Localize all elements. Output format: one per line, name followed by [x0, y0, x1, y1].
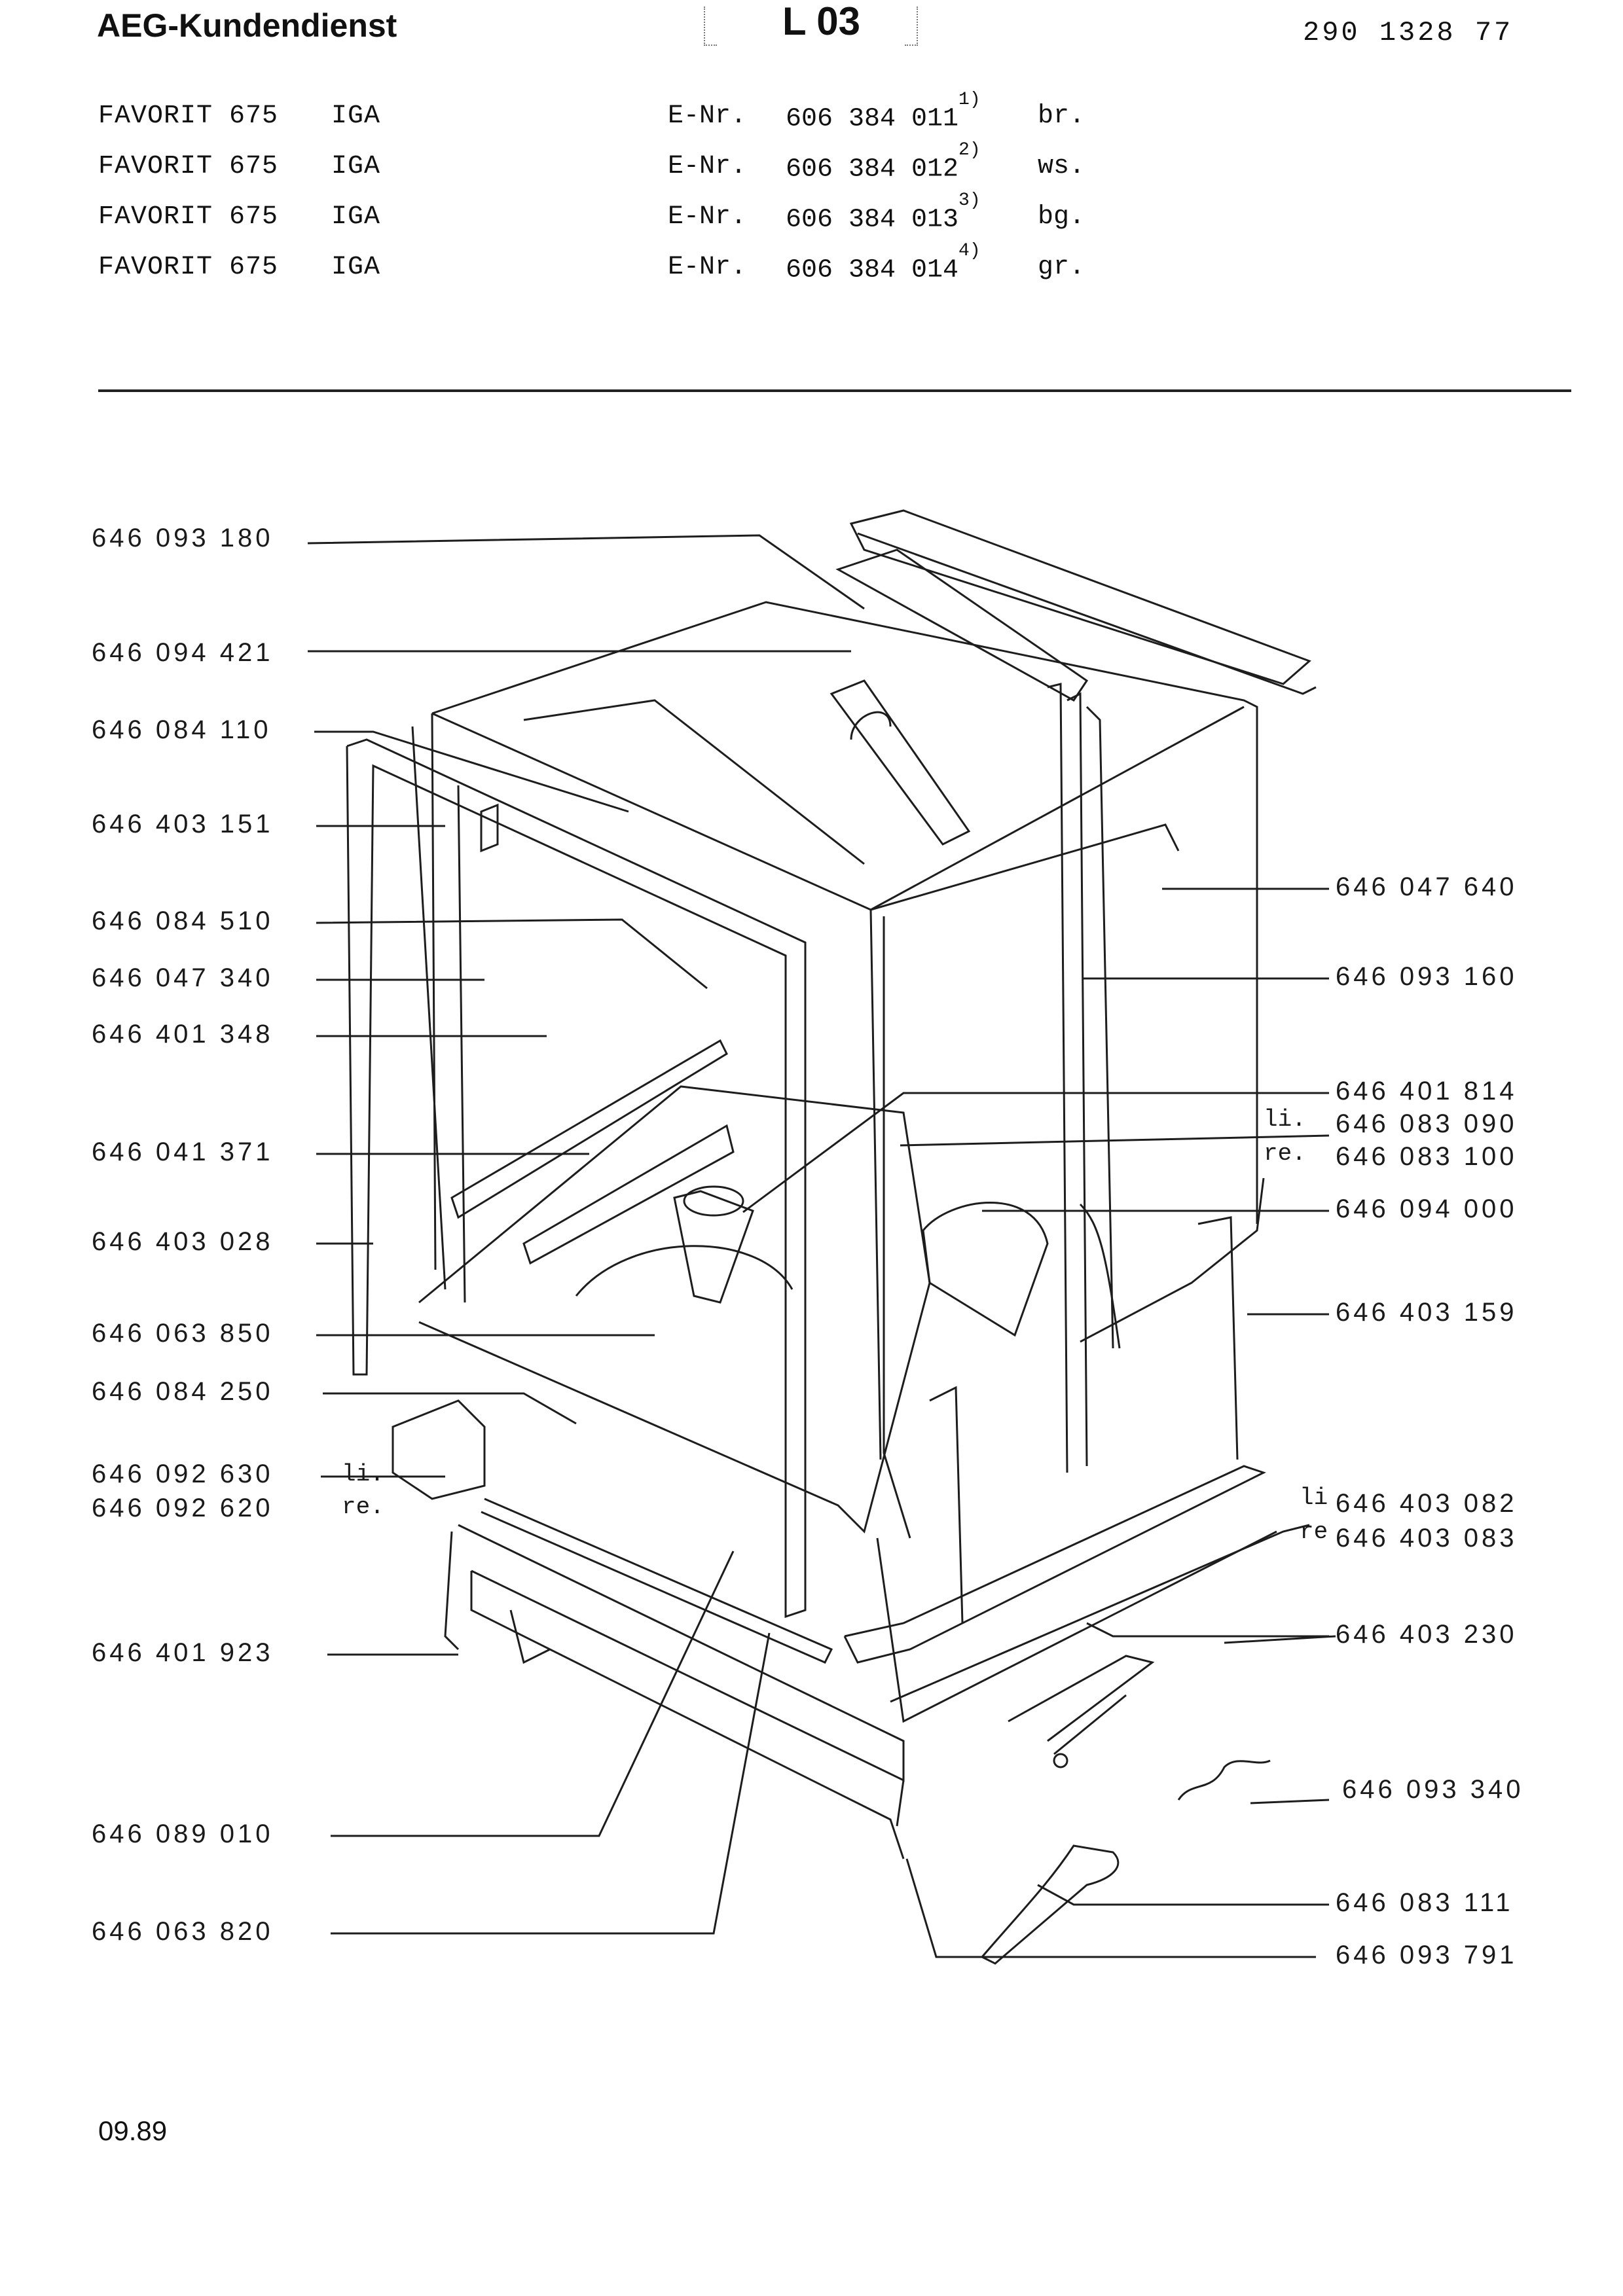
basket-rails	[450, 803, 735, 1265]
document-number: 290 1328 77	[1303, 17, 1514, 48]
part-number-label: 646 094 421	[92, 638, 274, 667]
side-label-left: li.	[1264, 1106, 1306, 1133]
model-name: FAVORIT	[98, 202, 213, 232]
part-number-label: 646 084 510	[92, 906, 274, 935]
enr-value: 606 384 013	[786, 205, 959, 235]
hinge-parts	[980, 1655, 1271, 1965]
top-frame	[835, 509, 1317, 1473]
part-number-label: 646 403 159	[1336, 1298, 1518, 1327]
side-label-right: re.	[342, 1494, 384, 1520]
enr-number: 606 384 0133)	[786, 190, 981, 235]
enr-label: E-Nr.	[668, 101, 747, 131]
model-name: FAVORIT	[98, 253, 213, 282]
part-number-label: 646 401 923	[92, 1638, 274, 1667]
side-label-right: re.	[1264, 1140, 1306, 1167]
side-label-left: li.	[342, 1461, 384, 1488]
color-code: ws.	[1038, 152, 1085, 181]
enr-footnote: 3)	[958, 190, 981, 211]
part-number-label: 646 083 090	[1336, 1109, 1518, 1138]
part-number-label: 646 403 230	[1336, 1620, 1518, 1649]
enr-value: 606 384 012	[786, 154, 959, 185]
part-number-label: 646 041 371	[92, 1138, 274, 1166]
enr-footnote: 4)	[958, 241, 981, 261]
sheet-code: L 03	[782, 0, 860, 43]
enr-number: 606 384 0111)	[786, 90, 981, 134]
model-variant: IGA	[331, 253, 381, 282]
tub-body	[431, 601, 1265, 1539]
part-number-label: 646 094 000	[1336, 1194, 1518, 1223]
model-name: FAVORIT	[98, 101, 213, 131]
part-number-label: 646 403 028	[92, 1227, 274, 1256]
model-number: 675	[229, 152, 279, 181]
enr-footnote: 2)	[958, 140, 981, 160]
part-number-label: 646 092 620	[92, 1494, 274, 1522]
model-variant: IGA	[331, 152, 381, 181]
enr-number: 606 384 0122)	[786, 140, 981, 185]
leader-lines-right	[742, 888, 1336, 1958]
part-number-label: 646 063 820	[92, 1917, 274, 1946]
part-number-label: 646 093 791	[1336, 1941, 1518, 1969]
enr-label: E-Nr.	[668, 202, 747, 232]
brand-title: AEG-Kundendienst	[97, 7, 397, 44]
issue-date: 09.89	[98, 2115, 168, 2146]
part-number-label: 646 089 010	[92, 1820, 274, 1848]
enr-value: 606 384 011	[786, 104, 959, 134]
model-number: 675	[229, 202, 279, 232]
part-number-label: 646 093 160	[1336, 962, 1518, 991]
sheet-corner-mark-right	[905, 7, 918, 46]
model-number: 675	[229, 253, 279, 282]
model-number: 675	[229, 101, 279, 131]
color-code: bg.	[1038, 202, 1085, 232]
leader-lines-left	[307, 534, 865, 1935]
enr-footnote: 1)	[958, 90, 981, 110]
enr-label: E-Nr.	[668, 152, 747, 181]
part-number-label: 646 092 630	[92, 1460, 274, 1488]
part-number-label: 646 084 250	[92, 1377, 274, 1406]
part-number-label: 646 063 850	[92, 1319, 274, 1348]
sheet-corner-mark-left	[704, 7, 717, 46]
side-label-left: li	[1300, 1484, 1328, 1511]
enr-label: E-Nr.	[668, 253, 747, 282]
enr-value: 606 384 014	[786, 255, 959, 285]
model-variant: IGA	[331, 101, 381, 131]
door-frame	[346, 726, 807, 1619]
enr-number: 606 384 0144)	[786, 241, 981, 285]
color-code: gr.	[1038, 253, 1085, 282]
part-number-label: 646 401 814	[1336, 1077, 1518, 1105]
part-number-label: 646 401 348	[92, 1020, 274, 1049]
color-code: br.	[1038, 101, 1085, 131]
part-number-label: 646 093 340	[1342, 1775, 1524, 1804]
part-number-label: 646 093 180	[92, 524, 274, 552]
model-variant: IGA	[331, 202, 381, 232]
model-name: FAVORIT	[98, 152, 213, 181]
part-number-label: 646 047 640	[1336, 872, 1518, 901]
kick-plate	[392, 1399, 905, 1859]
side-label-right: re	[1300, 1518, 1328, 1545]
header-divider	[98, 389, 1571, 392]
part-number-label: 646 403 082	[1336, 1489, 1518, 1518]
part-number-label: 646 083 111	[1336, 1888, 1514, 1917]
part-number-label: 646 083 100	[1336, 1142, 1518, 1171]
part-number-label: 646 403 083	[1336, 1524, 1518, 1552]
part-number-label: 646 047 340	[92, 963, 274, 992]
part-number-label: 646 403 151	[92, 810, 274, 838]
base-frame-right	[843, 1202, 1277, 1723]
part-number-label: 646 084 110	[92, 715, 272, 744]
